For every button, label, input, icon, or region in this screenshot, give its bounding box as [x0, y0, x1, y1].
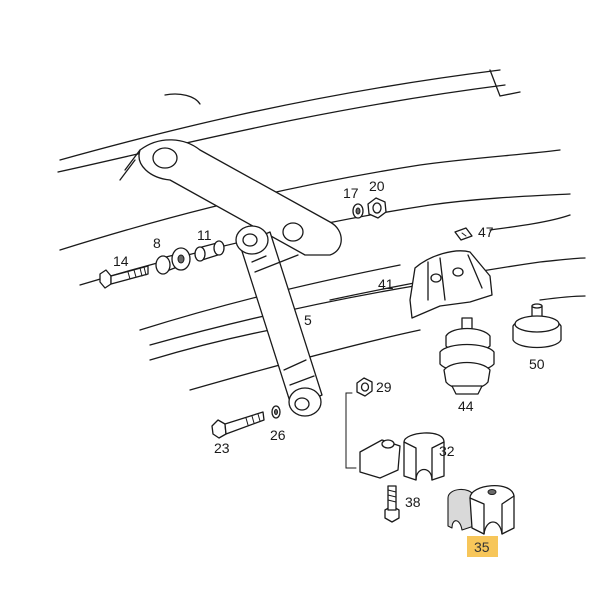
clip-47 [454, 227, 473, 241]
highlight-box-35 [467, 536, 498, 557]
label-part-29: 29 [376, 379, 392, 395]
label-part-38: 38 [405, 494, 421, 510]
label-part-50: 50 [529, 356, 545, 372]
bump-stop-44 [439, 317, 495, 395]
label-part-41: 41 [378, 276, 394, 292]
bolt-23 [211, 411, 265, 439]
label-part-23: 23 [214, 440, 230, 456]
label-part-26: 26 [270, 427, 286, 443]
label-part-32: 32 [439, 443, 455, 459]
label-part-11: 11 [197, 227, 212, 243]
bracket-41 [409, 250, 493, 319]
shock-absorber [235, 225, 323, 417]
label-part-8: 8 [153, 235, 161, 251]
nut-29 [356, 377, 373, 397]
buffer-50 [512, 303, 562, 349]
bolt-38 [384, 485, 400, 523]
sleeve-11 [194, 240, 225, 262]
label-part-14: 14 [113, 253, 129, 269]
bolt-14 [99, 265, 149, 289]
label-part-5: 5 [304, 312, 312, 328]
clamp-35 [447, 484, 515, 535]
label-part-35: 35 [474, 539, 490, 555]
label-part-47: 47 [478, 224, 494, 240]
washer-26 [271, 405, 281, 419]
nut-20 [367, 197, 387, 219]
bushing-8 [155, 247, 191, 275]
leader-bracket [345, 392, 357, 469]
washer-17 [352, 203, 364, 219]
label-part-17: 17 [343, 185, 359, 201]
stabilizer-bar [119, 139, 342, 256]
label-part-44: 44 [458, 398, 474, 414]
label-part-20: 20 [369, 178, 385, 194]
clamp-32 [359, 432, 445, 481]
